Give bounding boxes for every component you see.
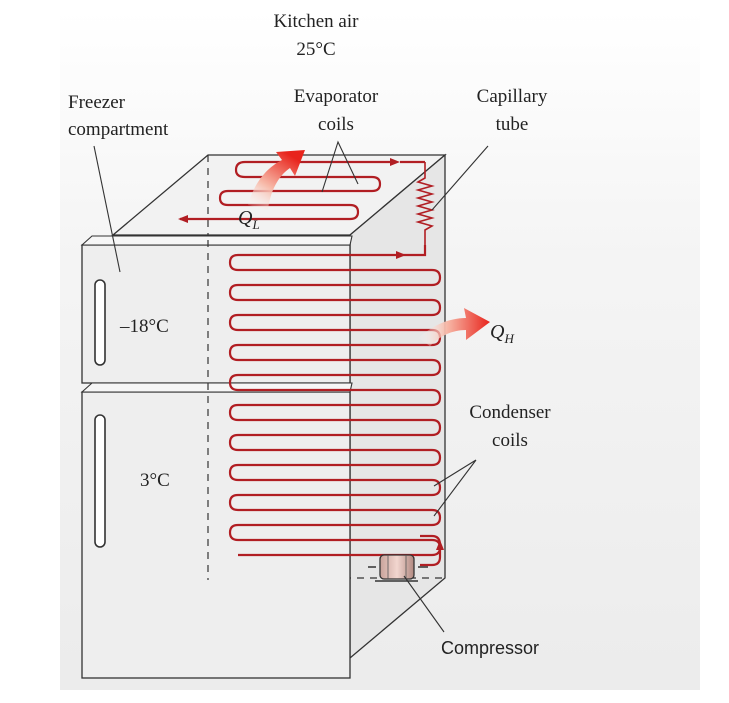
label-compressor: Compressor <box>441 638 539 658</box>
label-kitchen-air: Kitchen air <box>274 11 360 32</box>
cabinet-side-face <box>350 155 445 658</box>
label-condenser-1: Condenser <box>469 402 551 423</box>
label-capillary-2: tube <box>496 114 529 135</box>
label-fridge-temp: 3°C <box>140 470 170 491</box>
label-capillary-1: Capillary <box>477 86 548 107</box>
label-evaporator-2: coils <box>318 114 354 135</box>
label-evaporator-1: Evaporator <box>294 86 379 107</box>
freezer-door-top <box>82 236 352 245</box>
fridge-handle <box>95 415 105 547</box>
label-condenser-2: coils <box>492 430 528 451</box>
label-kitchen-temp: 25°C <box>296 39 335 60</box>
label-freezer-temp: –18°C <box>119 316 169 337</box>
label-freezer-1: Freezer <box>68 92 126 113</box>
label-freezer-2: compartment <box>68 119 169 140</box>
freezer-handle <box>95 280 105 365</box>
